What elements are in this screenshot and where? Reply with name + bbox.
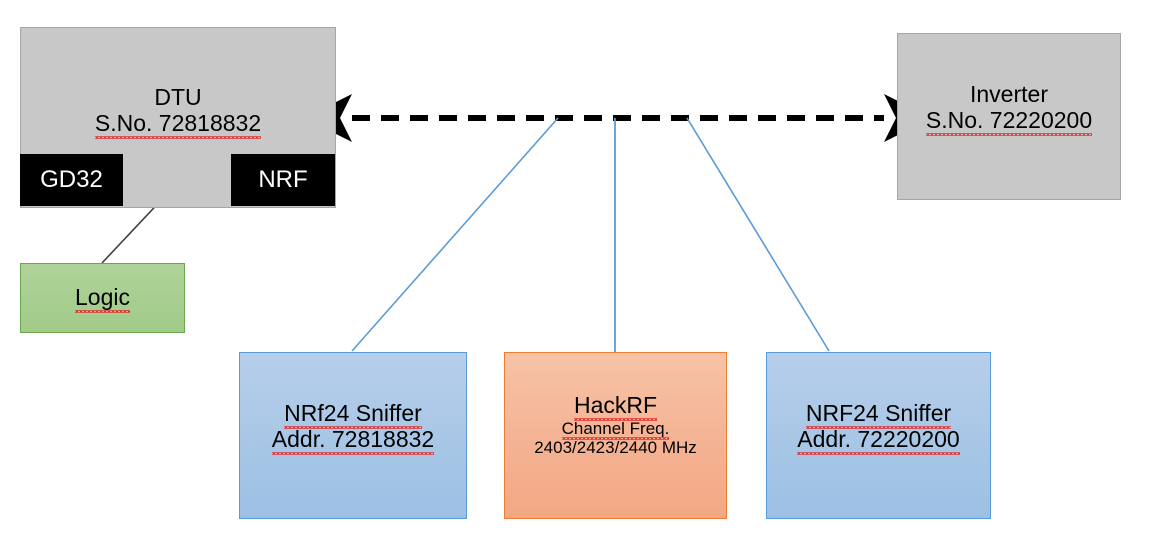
sniffer-right-title-text: NRF24 Sniffer [805,400,952,429]
sniffer-left-block[interactable]: NRf24 Sniffer Addr. 72818832 [239,352,467,519]
hackrf-channel-label-text: Channel Freq. [561,418,670,440]
sniffer-left-addr: Addr. 72818832 [271,425,435,455]
sniffer-left-addr-text: Addr. 72818832 [271,425,435,455]
logic-label: Logic [75,284,130,313]
logic-block[interactable]: Logic [20,263,185,333]
nrf-chip-label: NRF [258,165,308,193]
sniffer-right-block[interactable]: NRF24 Sniffer Addr. 72220200 [766,352,991,519]
inverter-title: Inverter [970,81,1048,107]
dtu-serial: S.No. 72818832 [94,109,262,139]
sniffer-right-addr: Addr. 72220200 [797,425,961,455]
hackrf-block[interactable]: HackRF Channel Freq. 2403/2423/2440 MHz [504,352,727,519]
gd32-chip-label: GD32 [40,165,103,193]
sniffer-right-addr-text: Addr. 72220200 [797,425,961,455]
tap-line-sniffer-right [686,117,830,352]
sniffer-left-title-text: NRf24 Sniffer [284,400,422,429]
dtu-title: DTU [154,84,202,110]
nrf-chip[interactable]: NRF [231,154,335,206]
hackrf-channel-label: Channel Freq. [561,418,670,440]
tap-line-sniffer-left [351,117,559,352]
hackrf-title: HackRF [573,392,658,421]
dtu-serial-text: S.No. 72818832 [94,109,262,139]
hackrf-frequencies: 2403/2423/2440 MHz [534,437,697,457]
sniffer-right-title: NRF24 Sniffer [805,400,952,429]
logic-label-wrap: Logic [75,284,130,313]
inverter-serial: S.No. 72220200 [925,106,1093,136]
gd32-chip[interactable]: GD32 [20,154,123,206]
inverter-block[interactable]: Inverter S.No. 72220200 [897,33,1121,200]
hackrf-title-text: HackRF [573,392,658,421]
sniffer-left-title: NRf24 Sniffer [284,400,422,429]
inverter-serial-text: S.No. 72220200 [925,106,1093,136]
